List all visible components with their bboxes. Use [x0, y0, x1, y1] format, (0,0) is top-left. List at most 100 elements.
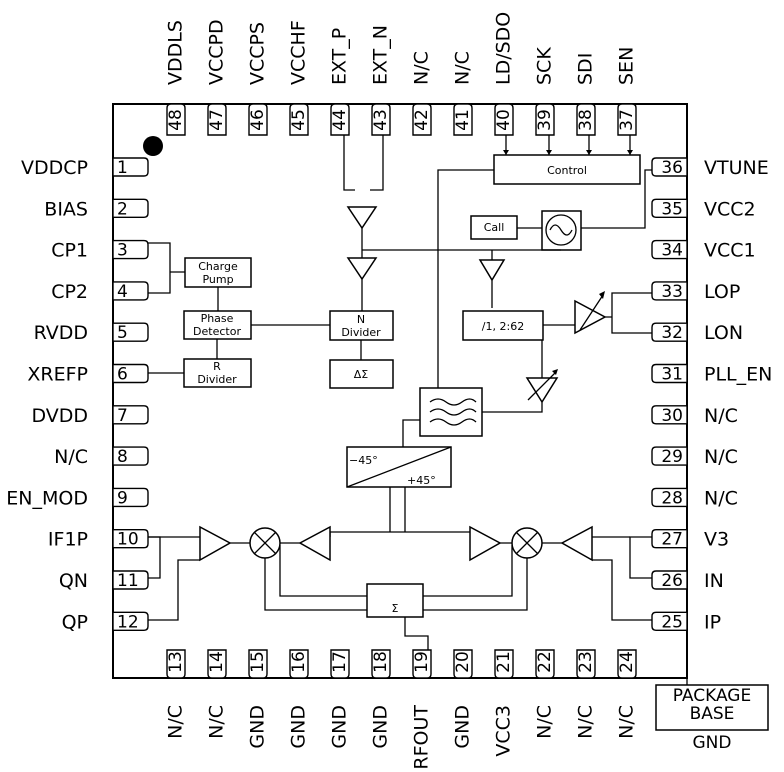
pin-name: BIAS — [44, 198, 88, 220]
charge-pump-label-2: Pump — [202, 273, 233, 286]
charge-pump-block — [184, 257, 252, 288]
pin-name: DVDD — [31, 405, 88, 427]
pin-name: EN_MOD — [6, 487, 88, 509]
pin-name: GND — [329, 705, 351, 749]
pin-number: 42 — [412, 109, 432, 131]
package-label-2: BASE — [690, 704, 735, 724]
pin-number: 37 — [617, 109, 637, 131]
pin-name: SDI — [575, 53, 597, 85]
pin-number: 2 — [117, 199, 128, 219]
pin-name: SEN — [616, 47, 638, 85]
package-label-1: PACKAGE — [673, 686, 751, 706]
pin-number: 31 — [661, 365, 683, 385]
pin-number: 13 — [166, 651, 186, 673]
pin-number: 46 — [248, 109, 268, 131]
pin-name: LOP — [704, 281, 740, 303]
pin-42: 42N/C — [411, 51, 433, 136]
pin-37: 37 SEN — [616, 47, 638, 136]
pin-name: N/C — [704, 487, 738, 509]
pin-name: VCC1 — [704, 240, 756, 262]
pin-name: N/C — [534, 705, 556, 739]
control-block — [493, 154, 641, 185]
summer-label: Σ — [392, 602, 399, 615]
r-divider-label-2: Divider — [197, 373, 237, 386]
pin-number: 40 — [494, 109, 514, 131]
pin-name: QN — [59, 570, 88, 592]
pin-number: 41 — [453, 109, 473, 131]
divider-ratio-block — [462, 310, 544, 341]
pin-name: LON — [704, 322, 743, 344]
charge-pump-label-1: Charge — [198, 260, 238, 273]
pin-number: 17 — [330, 651, 350, 673]
pin-number: 18 — [371, 651, 391, 673]
pin-name: XREFP — [27, 364, 88, 386]
pin-47: 47 VCCPD — [206, 19, 228, 136]
pin-35: 35 VCC2 — [651, 198, 756, 220]
pin-name: N/C — [616, 705, 638, 739]
delta-sigma-block — [329, 359, 394, 389]
pin-number: 4 — [117, 282, 128, 302]
oscillator-icon — [545, 214, 577, 246]
pin-1: 1 VDDCP — [21, 157, 149, 179]
n-divider-label-2: Divider — [341, 326, 381, 339]
pin-name: V3 — [704, 529, 729, 551]
n-divider-label-1: N — [357, 313, 365, 326]
package-gnd-label: GND — [693, 733, 732, 753]
pin-name: VDDCP — [21, 157, 88, 179]
filter-block — [419, 387, 483, 437]
pin-number: 48 — [166, 109, 186, 131]
pin-name: N/C — [452, 51, 474, 85]
pin-8: 8N/C — [54, 446, 149, 468]
pin-name: N/C — [575, 705, 597, 739]
pin-number: 19 — [412, 651, 432, 673]
pin-name: VCCPD — [206, 19, 228, 85]
pin-40: 40 LD/SDO — [493, 12, 515, 136]
pin-name: VCC2 — [704, 198, 756, 220]
pin-number: 35 — [661, 199, 683, 219]
pin-name: EXT_N — [370, 25, 392, 85]
pin-name: LD/SDO — [493, 12, 515, 85]
pin-name: QP — [62, 611, 88, 633]
pin-23: 23N/C — [575, 649, 597, 739]
summer-block — [366, 583, 424, 618]
pin-name: IN — [704, 570, 724, 592]
pin-number: 5 — [117, 323, 128, 343]
pin-number: 20 — [453, 651, 473, 673]
pin-number: 47 — [207, 109, 227, 131]
divider-ratio-label: /1, 2:62 — [482, 320, 524, 333]
pin-name: SCK — [534, 47, 556, 85]
pin-number: 32 — [661, 323, 683, 343]
pin-number: 29 — [661, 447, 683, 467]
pin-number: 26 — [661, 571, 683, 591]
pin-number: 1 — [117, 158, 128, 178]
pin-24: 24N/C — [616, 649, 638, 739]
pin-number: 3 — [117, 241, 128, 261]
pins-left: 1VDDCP2BIAS3CP14CP25RVDD6XREFP7DVDD8N/C9… — [6, 157, 149, 633]
pin-number: 25 — [661, 612, 683, 632]
pin-22: 22N/C — [534, 649, 556, 739]
pin-name: N/C — [704, 405, 738, 427]
vco-block — [541, 210, 582, 251]
pin-number: 23 — [576, 651, 596, 673]
pin-41: 41 N/C — [452, 51, 474, 136]
pin-number: 10 — [117, 530, 139, 550]
pin-name: GND — [452, 705, 474, 749]
pin-number: 27 — [661, 530, 683, 550]
